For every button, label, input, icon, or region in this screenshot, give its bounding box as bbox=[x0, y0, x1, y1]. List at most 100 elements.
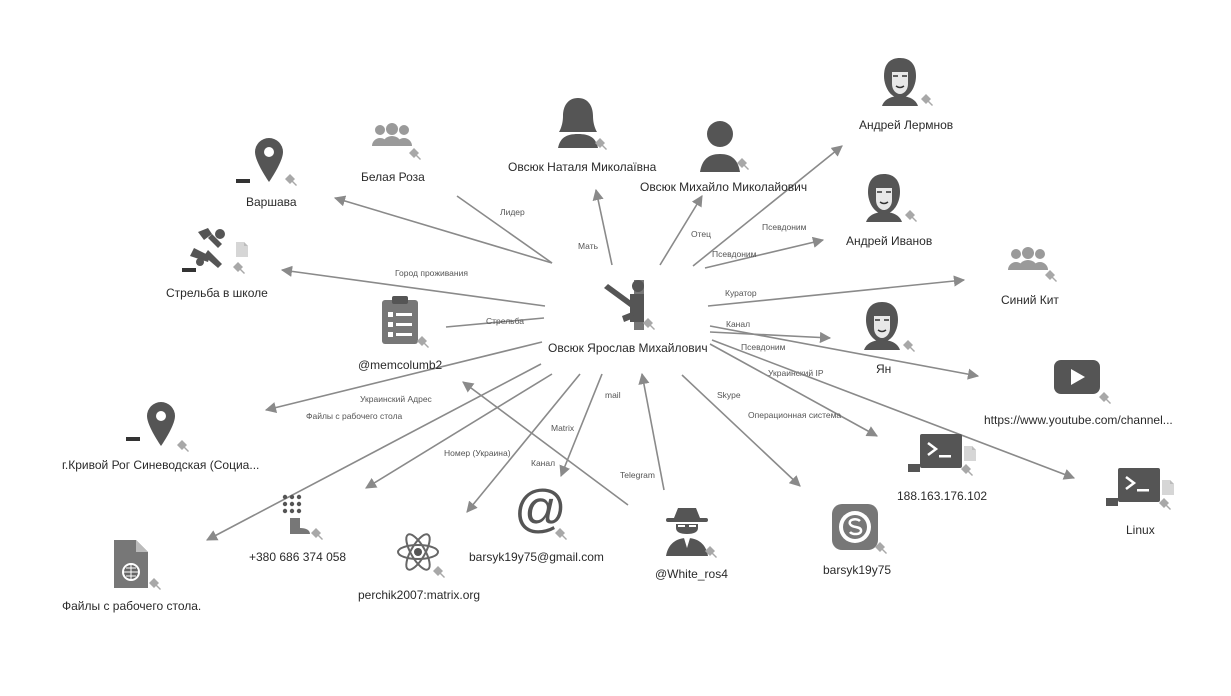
edge-label: Лидер bbox=[500, 207, 525, 217]
node-label: barsyk19y75 bbox=[823, 563, 891, 577]
node-lermnov[interactable]: Андрей Лермнов bbox=[859, 58, 953, 132]
node-label: Linux bbox=[1126, 523, 1155, 537]
masked-person-icon bbox=[864, 302, 915, 352]
edge-matrix[interactable]: Matrix bbox=[462, 381, 629, 506]
node-label: https://www.youtube.com/channel... bbox=[984, 413, 1173, 427]
node-label: Овсюк Михайло Миколайович bbox=[640, 180, 807, 194]
edge-alias-ivanov[interactable]: Псевдоним bbox=[704, 236, 825, 269]
edge-desktop-files[interactable]: Файлы с рабочего стола bbox=[206, 363, 542, 541]
edge-label: Канал bbox=[531, 458, 555, 468]
node-gmail[interactable]: @ barsyk19y75@gmail.com bbox=[469, 480, 604, 564]
node-label: г.Кривой Рог Синеводская (Социа... bbox=[62, 458, 259, 472]
edge-label: Skype bbox=[717, 390, 741, 400]
node-youtube[interactable]: https://www.youtube.com/channel... bbox=[984, 360, 1173, 427]
atom-icon bbox=[397, 533, 445, 578]
edge-skype[interactable]: Skype bbox=[681, 374, 801, 487]
edge-alias-yan[interactable]: Псевдоним bbox=[709, 331, 832, 352]
edge-label: Украинский Адрес bbox=[360, 394, 433, 404]
node-label: Файлы с рабочего стола. bbox=[62, 599, 201, 613]
location-pin-icon bbox=[126, 402, 189, 452]
node-label: barsyk19y75@gmail.com bbox=[469, 550, 604, 564]
edge-label: Номер (Украина) bbox=[444, 448, 511, 458]
node-label: Синий Кит bbox=[1001, 293, 1059, 307]
node-yan[interactable]: Ян bbox=[864, 302, 915, 376]
node-label: 188.163.176.102 bbox=[897, 489, 987, 503]
node-label: @White_ros4 bbox=[655, 567, 728, 581]
node-memcolumb[interactable]: @memcolumb2 bbox=[358, 296, 443, 372]
skype-icon bbox=[832, 504, 887, 554]
edge-alias-lermnov[interactable]: Псевдоним bbox=[692, 145, 843, 267]
node-white-ros4[interactable]: @White_ros4 bbox=[655, 508, 728, 581]
group-icon bbox=[372, 123, 421, 160]
location-pin-icon bbox=[236, 138, 297, 186]
edge-curator[interactable]: Куратор bbox=[707, 275, 966, 307]
node-label: +380 686 374 058 bbox=[249, 550, 346, 564]
edge-operating-system[interactable]: Операционная система bbox=[711, 339, 1076, 480]
node-label: Овсюк Ярослав Михайлович bbox=[548, 341, 708, 355]
clipboard-list-icon bbox=[382, 296, 429, 348]
edge-label: Файлы с рабочего стола bbox=[306, 411, 403, 421]
youtube-play-icon bbox=[1054, 360, 1111, 404]
node-phone[interactable]: +380 686 374 058 bbox=[249, 494, 346, 564]
node-files[interactable]: Файлы с рабочего стола. bbox=[62, 540, 201, 613]
node-kryvyi-rih[interactable]: г.Кривой Рог Синеводская (Социа... bbox=[62, 402, 259, 472]
female-person-icon bbox=[558, 98, 607, 150]
edge-ukrainian-ip[interactable]: Украинский IP bbox=[709, 343, 878, 437]
node-skype[interactable]: barsyk19y75 bbox=[823, 504, 891, 577]
node-father[interactable]: Овсюк Михайло Миколайович bbox=[640, 121, 807, 194]
edges: Город проживания Лидер Мать Отец Псевдон… bbox=[206, 145, 1076, 541]
phone-keypad-icon bbox=[282, 494, 323, 540]
male-person-icon bbox=[700, 121, 749, 172]
armed-person-icon bbox=[604, 280, 655, 330]
edge-ukrainian-address[interactable]: Украинский Адрес bbox=[264, 341, 543, 414]
node-mother[interactable]: Овсюк Наталя Миколаївна bbox=[508, 98, 657, 174]
terminal-icon bbox=[908, 434, 976, 476]
spy-icon bbox=[666, 508, 717, 558]
edge-father[interactable]: Отец bbox=[659, 195, 711, 266]
node-warsaw[interactable]: Варшава bbox=[236, 138, 297, 209]
edge-label: Отец bbox=[691, 229, 711, 239]
node-label: perchik2007:matrix.org bbox=[358, 588, 480, 602]
edge-label: Мать bbox=[578, 241, 599, 251]
node-label: Белая Роза bbox=[361, 170, 425, 184]
edge-mother[interactable]: Мать bbox=[578, 188, 613, 266]
edge-telegram[interactable]: Telegram bbox=[620, 372, 665, 491]
masked-person-icon bbox=[866, 174, 917, 222]
at-sign-icon: @ bbox=[514, 480, 567, 540]
node-label: Андрей Лермнов bbox=[859, 118, 953, 132]
node-label: Овсюк Наталя Миколаївна bbox=[508, 160, 657, 174]
edge-phone-ukraine[interactable]: Номер (Украина) bbox=[365, 373, 553, 489]
node-linux[interactable]: Linux bbox=[1106, 468, 1174, 537]
masked-person-icon bbox=[882, 58, 933, 106]
svg-text:@: @ bbox=[514, 480, 567, 538]
node-center[interactable]: Овсюк Ярослав Михайлович bbox=[548, 280, 708, 355]
edge-label: Канал bbox=[726, 319, 750, 329]
node-ivanov[interactable]: Андрей Иванов bbox=[846, 174, 932, 248]
node-label: Стрельба в школе bbox=[166, 286, 268, 300]
edge-label: Telegram bbox=[620, 470, 655, 480]
edge-label: Стрельба bbox=[486, 316, 524, 326]
edge-label: Псевдоним bbox=[712, 249, 757, 259]
edge-label: Куратор bbox=[725, 288, 757, 298]
edge-label: Украинский IP bbox=[768, 368, 824, 378]
edge-label: Операционная система bbox=[748, 410, 841, 420]
edge-shooting[interactable]: Стрельба bbox=[445, 316, 545, 328]
edge-channel-matrix[interactable]: Канал bbox=[466, 373, 581, 513]
node-white-rose[interactable]: Белая Роза bbox=[361, 123, 425, 184]
node-label: Андрей Иванов bbox=[846, 234, 932, 248]
terminal-icon bbox=[1106, 468, 1174, 510]
node-matrix[interactable]: perchik2007:matrix.org bbox=[358, 531, 480, 602]
node-blue-whale[interactable]: Синий Кит bbox=[1001, 247, 1059, 307]
edge-leader[interactable]: Лидер bbox=[333, 195, 553, 264]
nodes: Овсюк Ярослав Михайлович Варшава bbox=[62, 58, 1174, 613]
edge-label: Город проживания bbox=[395, 268, 468, 278]
node-label: Ян bbox=[876, 362, 891, 376]
edge-city-of-residence[interactable]: Город проживания bbox=[280, 265, 546, 307]
node-shooting[interactable]: Стрельба в школе bbox=[166, 228, 268, 300]
edge-label: Псевдоним bbox=[762, 222, 807, 232]
web-document-icon bbox=[114, 540, 161, 590]
edge-mail[interactable]: mail bbox=[559, 373, 621, 478]
node-ip[interactable]: 188.163.176.102 bbox=[897, 434, 987, 503]
edge-label: Matrix bbox=[551, 423, 575, 433]
